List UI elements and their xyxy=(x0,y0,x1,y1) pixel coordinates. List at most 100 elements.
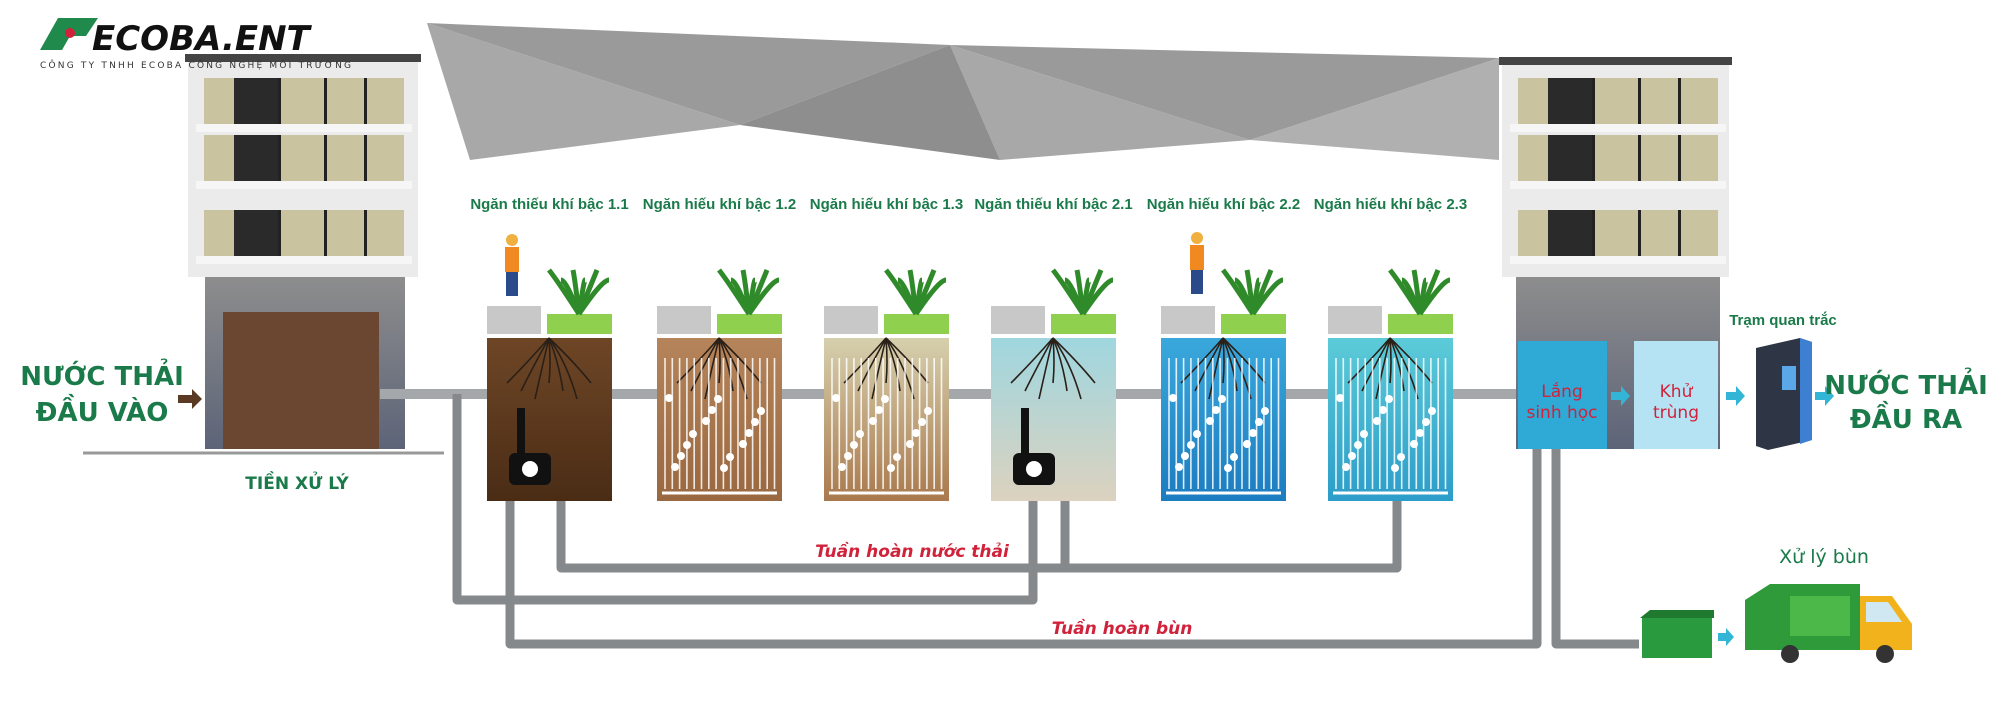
air-bubble xyxy=(1379,406,1387,414)
air-bubble xyxy=(757,407,765,415)
monitoring-station-label: Trạm quan trắc xyxy=(1729,311,1837,329)
plant-bed xyxy=(717,314,782,334)
air-bubble xyxy=(1206,417,1214,425)
logo-company-text: CÔNG TY TNHH ECOBA CÔNG NGHỆ MÔI TRƯỜNG xyxy=(40,59,353,71)
root xyxy=(1389,337,1405,392)
window xyxy=(1548,210,1592,256)
window xyxy=(1548,135,1592,181)
window xyxy=(234,210,278,256)
sludge-treatment-label: Xử lý bùn xyxy=(1779,546,1869,568)
tank-label: Ngăn hiếu khí bậc 1.3 xyxy=(810,196,963,213)
plant-bed xyxy=(1388,314,1453,334)
root xyxy=(1194,337,1224,392)
plant-leaf xyxy=(746,277,780,316)
tank-label: Ngăn hiếu khí bậc 1.2 xyxy=(643,196,796,213)
window xyxy=(234,78,278,124)
inlet-label-line2: ĐẦU VÀO xyxy=(36,393,169,428)
worker-icon xyxy=(1190,232,1204,294)
root xyxy=(520,337,550,392)
air-bubble xyxy=(751,418,759,426)
air-bubble xyxy=(1422,418,1430,426)
worker-icon xyxy=(505,234,519,296)
outlet-label-line2: ĐẦU RA xyxy=(1850,400,1962,435)
tank-1 xyxy=(487,268,612,501)
root xyxy=(548,337,551,384)
root xyxy=(1208,337,1224,400)
air-bubble xyxy=(1354,441,1362,449)
flow-arrow-icon xyxy=(1726,386,1745,406)
tank-label: Ngăn hiếu khí bậc 2.2 xyxy=(1147,196,1300,213)
flow-arrow-icon xyxy=(1611,386,1630,406)
mixer-pump-icon xyxy=(1013,408,1055,485)
root xyxy=(704,337,720,400)
root xyxy=(1052,337,1082,400)
settling-label-line1: Lắng xyxy=(1541,381,1582,402)
root xyxy=(1361,337,1391,392)
root xyxy=(871,337,887,400)
root xyxy=(885,337,929,384)
air-bubble xyxy=(1385,395,1393,403)
plant-bed xyxy=(1051,314,1116,334)
air-bubble xyxy=(869,417,877,425)
tank-6 xyxy=(1328,268,1453,501)
air-bubble xyxy=(1249,429,1257,437)
root xyxy=(1052,337,1096,384)
air-bubble xyxy=(1175,463,1183,471)
air-bubble xyxy=(671,463,679,471)
air-bubble xyxy=(726,453,734,461)
plant-bed xyxy=(1221,314,1286,334)
root xyxy=(885,337,901,392)
air-bubble xyxy=(1212,406,1220,414)
pretreatment-tank xyxy=(223,312,379,449)
tank-2 xyxy=(657,268,782,501)
air-bubble xyxy=(708,406,716,414)
air-bubble xyxy=(683,441,691,449)
inlet-arrow-icon xyxy=(178,389,202,409)
flow-arrow-icon xyxy=(1718,628,1734,646)
air-bubble xyxy=(689,430,697,438)
concrete-block xyxy=(657,306,711,334)
root xyxy=(548,337,578,400)
air-bubble xyxy=(714,395,722,403)
air-bubble xyxy=(1373,417,1381,425)
air-bubble xyxy=(918,418,926,426)
air-bubble xyxy=(1360,430,1368,438)
root xyxy=(690,337,720,392)
recirculation-water-label: Tuần hoàn nước thải xyxy=(815,541,1010,562)
air-bubble xyxy=(893,453,901,461)
root xyxy=(548,337,592,384)
root xyxy=(1024,337,1054,392)
plant-leaf xyxy=(1250,277,1284,316)
air-bubble xyxy=(924,407,932,415)
air-bubble xyxy=(1261,407,1269,415)
plant-leaf xyxy=(913,277,947,316)
pretreatment-label: TIỀN XỬ LÝ xyxy=(245,470,349,494)
root xyxy=(1389,337,1392,384)
concrete-block xyxy=(991,306,1045,334)
root xyxy=(1389,337,1433,384)
air-bubble xyxy=(1218,395,1226,403)
concrete-block xyxy=(824,306,878,334)
mixer-pump-icon xyxy=(509,408,551,485)
air-bubble xyxy=(887,464,895,472)
air-bubble xyxy=(906,440,914,448)
root xyxy=(1010,337,1054,384)
air-bubble xyxy=(1224,464,1232,472)
tank-label: Ngăn thiếu khí bậc 1.1 xyxy=(470,196,628,213)
plant-leaf xyxy=(1417,277,1451,316)
concrete-block xyxy=(487,306,541,334)
air-bubble xyxy=(720,464,728,472)
shade-canopy xyxy=(427,23,1499,160)
treatment-tanks: Ngăn thiếu khí bậc 1.1 Ngăn hiếu khí bậc … xyxy=(470,196,1467,501)
root xyxy=(1052,337,1055,384)
air-bubble xyxy=(1187,441,1195,449)
company-logo: ECOBA.ENT CÔNG TY TNHH ECOBA CÔNG NGHỆ M… xyxy=(40,18,353,71)
air-bubble xyxy=(850,441,858,449)
root xyxy=(1222,337,1266,384)
root xyxy=(718,337,762,384)
disinfection-label-line1: Khử xyxy=(1660,382,1694,402)
root xyxy=(1052,337,1068,392)
flow-arrow-icon xyxy=(1815,386,1834,406)
root xyxy=(1222,337,1225,384)
air-bubble xyxy=(1181,452,1189,460)
